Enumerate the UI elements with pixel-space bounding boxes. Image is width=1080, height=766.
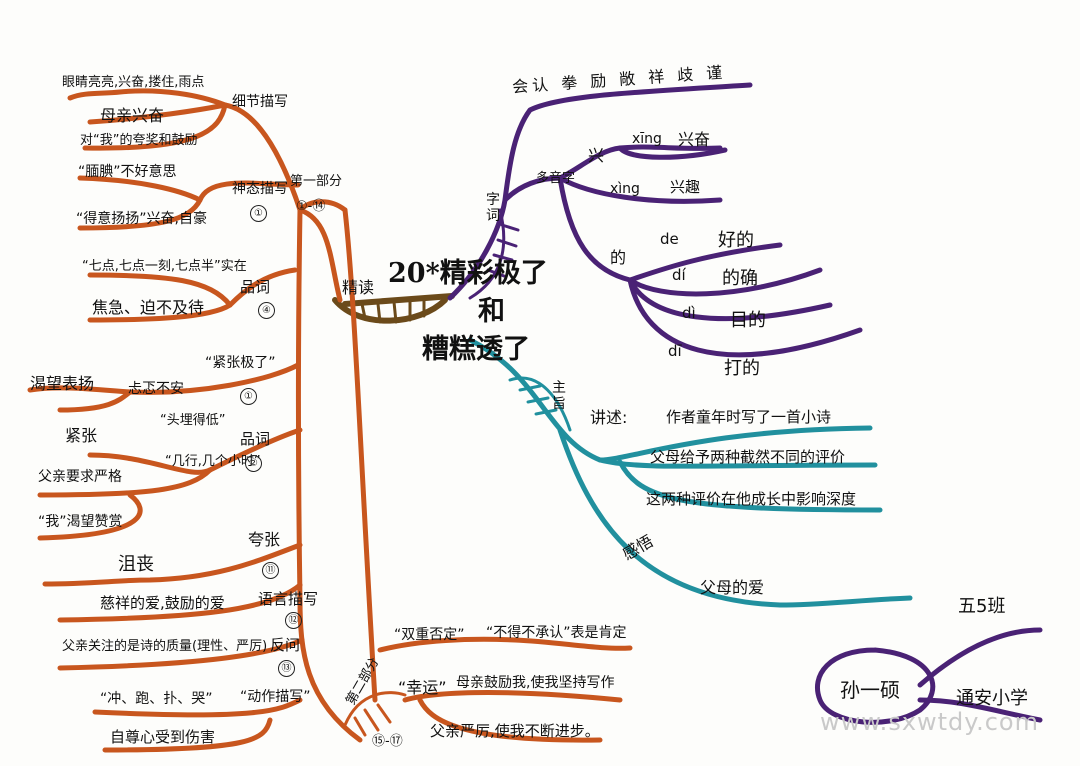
group-pinci4-num: ④ xyxy=(258,302,275,319)
title-line2: 和 xyxy=(478,296,505,327)
group-shentai-label: 神态描写 xyxy=(232,181,288,197)
teal-branches xyxy=(467,337,913,608)
group-yuyan-label: 语言描写 xyxy=(258,590,319,608)
group-xijie-label: 细节描写 xyxy=(232,94,288,110)
group-xijie-item1: 眼睛亮亮,兴奋,搂住,雨点 xyxy=(62,75,205,90)
group-shentai-item2: “得意扬扬”兴奋,自豪 xyxy=(76,211,207,227)
part2-range: ⑮-⑰ xyxy=(372,734,403,749)
group-yuyan-num: ⑫ xyxy=(285,612,302,629)
purple-xing-w2: 兴趣 xyxy=(670,178,701,196)
group-jinzhang-label: “紧张极了” xyxy=(205,355,276,371)
center-hub xyxy=(332,293,455,324)
part1-label: 第一部分 xyxy=(290,174,343,189)
group-pinci2-item2: 父亲要求严格 xyxy=(38,469,122,485)
teal-jiangshu: 讲述: xyxy=(590,408,628,427)
title-line3: 糟糕透了 xyxy=(422,334,530,365)
purple-de-w1: 好的 xyxy=(718,230,754,251)
watermark: www.sxwtdy.com xyxy=(820,708,1039,736)
part2-item-xingyun: “幸运” xyxy=(398,678,447,697)
part2-item-budebu: “不得不承认”表是肯定 xyxy=(486,625,627,641)
part1-range: ①-⑭ xyxy=(296,199,326,214)
author-school: 通安小学 xyxy=(956,688,1028,709)
group-pinci2-quote2: “几行,几个小时” xyxy=(165,454,261,469)
group-pinci2-item1: 紧张 xyxy=(65,426,98,445)
group-dongzuo-item2: 自尊心受到伤害 xyxy=(110,728,216,746)
group-kuazhang-item1: 沮丧 xyxy=(118,554,154,575)
group-pinci4-item1: “七点,七点一刻,七点半”实在 xyxy=(82,259,247,274)
group-kuazhang-label: 夸张 xyxy=(248,530,281,549)
part2-item-muqin: 母亲鼓励我,使我坚持写作 xyxy=(456,675,615,691)
teal-item3: 这两种评价在他成长中影响深度 xyxy=(646,490,857,508)
purple-label-zici: 字词 xyxy=(486,192,500,224)
teal-item2: 父母给予两种截然不同的评价 xyxy=(650,448,846,466)
teal-item1: 作者童年时写了一首小诗 xyxy=(666,408,832,426)
purple-de-p1: de xyxy=(660,230,679,248)
group-jinzhang-num: ① xyxy=(240,388,257,405)
main-label-jingdu: 精读 xyxy=(342,278,375,297)
purple-de-p4: dī xyxy=(668,342,682,360)
group-yuyan-item1: 慈祥的爱,鼓励的爱 xyxy=(100,594,225,612)
group-shentai-item1: “腼腆”不好意思 xyxy=(78,164,177,180)
orange-branches xyxy=(27,88,633,753)
purple-xing-char: 兴 xyxy=(588,146,605,165)
teal-label-zhuzhi: 主旨 xyxy=(552,380,566,412)
group-pinci2-item3: “我”渴望赞赏 xyxy=(38,514,123,530)
group-dongzuo-item1: “冲、跑、扑、哭” xyxy=(100,691,213,707)
title-line1: 20*精彩极了 xyxy=(388,258,548,289)
purple-de-p2: dí xyxy=(672,266,686,284)
group-fanwen-item1: 父亲关注的是诗的质量(理性、严厉) xyxy=(62,639,268,654)
purple-de-w3: 目的 xyxy=(730,310,766,331)
group-fanwen-label: 反问 xyxy=(270,636,301,654)
teal-ladder xyxy=(508,376,572,432)
purple-xing-p2: xìng xyxy=(610,181,640,197)
author-class: 五5班 xyxy=(958,596,1006,617)
purple-de-char: 的 xyxy=(610,248,627,267)
group-kuazhang-num: ⑪ xyxy=(262,562,279,579)
purple-xing-w1: 兴奋 xyxy=(678,130,711,149)
group-pinci4-item2: 焦急、迫不及待 xyxy=(92,298,205,317)
group-dongzuo-label: “动作描写” xyxy=(240,689,311,705)
group-pinci2-label: 品词 xyxy=(240,430,271,448)
group-jinzhang-item2: 忐忑不安 xyxy=(128,381,184,397)
purple-ladder xyxy=(468,208,520,300)
author-loop xyxy=(814,627,1043,725)
group-pinci4-label: 品词 xyxy=(240,278,271,296)
teal-ganwu-item: 父母的爱 xyxy=(700,578,765,597)
purple-de-w4: 打的 xyxy=(724,358,760,379)
group-shentai-num: ① xyxy=(250,205,267,222)
author-name: 孙一硕 xyxy=(840,678,900,702)
purple-branches xyxy=(447,82,863,358)
group-fanwen-num: ⑬ xyxy=(278,660,295,677)
part2-ladder xyxy=(343,691,407,737)
group-pinci2-num: ② xyxy=(245,455,262,472)
group-xijie-item2: 母亲兴奋 xyxy=(100,106,165,125)
part2-item-fuqin: 父亲严厉,使我不断进步。 xyxy=(430,722,600,740)
purple-de-p3: dì xyxy=(682,304,696,322)
purple-xing-p1: xīng xyxy=(632,131,662,147)
purple-de-w2: 的确 xyxy=(722,268,758,289)
group-jinzhang-item1: 渴望表扬 xyxy=(30,374,95,393)
group-xijie-item3: 对“我”的夸奖和鼓励 xyxy=(80,133,198,148)
purple-duoyin-label: 多音字 xyxy=(536,171,576,186)
group-pinci2-quote1: “头埋得低” xyxy=(160,413,226,428)
part2-item-shuangchong: “双重否定” xyxy=(394,627,465,643)
center-hub-ladder xyxy=(360,298,426,324)
